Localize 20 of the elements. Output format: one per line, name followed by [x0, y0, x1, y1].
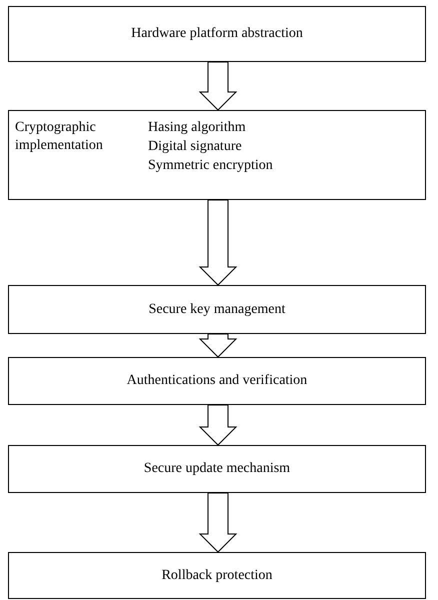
- process-box: [8, 357, 426, 405]
- process-box: [8, 445, 426, 493]
- box-heading: Cryptographic implementation: [15, 119, 104, 156]
- block-arrow: [198, 62, 238, 111]
- box-label: Rollback protection: [162, 568, 272, 584]
- block-arrow: [198, 334, 238, 358]
- list-item: Digital signature: [148, 138, 243, 156]
- box-label: Hardware platform abstraction: [131, 26, 303, 42]
- process-box: [8, 6, 426, 62]
- box-label: Secure key management: [148, 302, 286, 318]
- process-box: [8, 110, 426, 200]
- list-item: Hasing algorithm: [148, 119, 247, 137]
- list-item: Symmetric encryption: [148, 156, 273, 175]
- block-arrow: [198, 404, 238, 446]
- block-arrow: [198, 492, 238, 553]
- box-label: Authentications and verification: [126, 373, 308, 389]
- block-arrow: [198, 200, 238, 286]
- process-box: [8, 552, 426, 599]
- process-box: [8, 285, 426, 334]
- box-label: Secure update mechanism: [144, 461, 290, 477]
